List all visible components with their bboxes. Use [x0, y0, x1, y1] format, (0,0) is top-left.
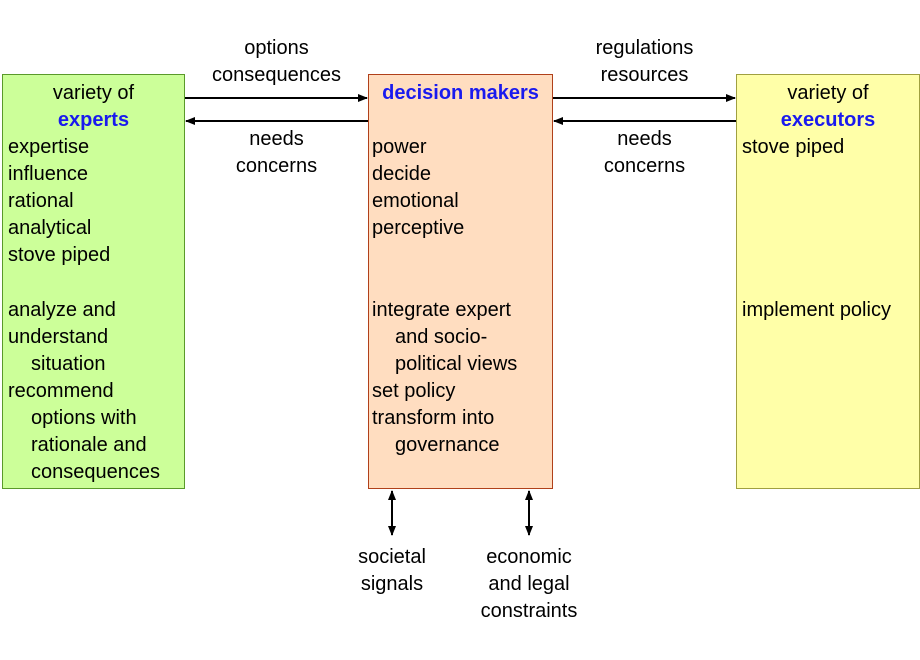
experts-role: analyze and	[8, 299, 116, 321]
decision-makers-title: decision makers	[382, 82, 539, 104]
dm-item: perceptive	[372, 217, 465, 239]
dm-role: set policy	[372, 380, 456, 402]
dm-item: decide	[372, 163, 431, 185]
executors-title: executors	[780, 109, 876, 131]
input-label-constraints: constraints	[480, 600, 578, 622]
flow-label-needs-left: needs	[249, 128, 304, 150]
input-label-societal: societal	[358, 546, 426, 568]
decision-makers-box: decision makers power decide emotional p…	[368, 74, 553, 489]
experts-role: understand	[8, 326, 109, 348]
flow-label-needs-right: needs	[617, 128, 672, 150]
flow-label-options: options	[244, 37, 309, 59]
dm-item: emotional	[372, 190, 459, 212]
experts-role: consequences	[31, 461, 160, 483]
experts-item: rational	[8, 190, 74, 212]
dm-role: transform into	[372, 407, 495, 429]
executors-role: implement policy	[742, 299, 891, 321]
experts-item: analytical	[8, 217, 92, 239]
dm-role: governance	[395, 434, 500, 456]
experts-title-line1: variety of	[52, 82, 135, 104]
flow-label-concerns-left: concerns	[235, 155, 318, 177]
dm-role: and socio-	[395, 326, 488, 348]
flow-label-consequences: consequences	[212, 64, 341, 86]
input-label-and-legal: and legal	[488, 573, 570, 595]
dm-role: integrate expert	[372, 299, 511, 321]
flow-label-regulations: regulations	[595, 37, 694, 59]
experts-role: rationale and	[31, 434, 147, 456]
experts-box: variety of experts expertise influence r…	[2, 74, 185, 489]
experts-role: recommend	[8, 380, 114, 402]
input-label-signals: signals	[360, 573, 424, 595]
experts-role: options with	[31, 407, 137, 429]
experts-item: stove piped	[8, 244, 111, 266]
input-label-economic: economic	[486, 546, 572, 568]
experts-item: influence	[8, 163, 89, 185]
experts-role: situation	[31, 353, 106, 375]
executors-box: variety of executors stove piped impleme…	[736, 74, 920, 489]
executors-title-line1: variety of	[787, 82, 869, 104]
experts-item: expertise	[8, 136, 90, 158]
executors-item: stove piped	[742, 136, 845, 158]
flow-label-resources: resources	[600, 64, 689, 86]
flow-label-concerns-right: concerns	[603, 155, 686, 177]
experts-title: experts	[57, 109, 130, 131]
dm-role: political views	[395, 353, 518, 375]
dm-item: power	[372, 136, 427, 158]
